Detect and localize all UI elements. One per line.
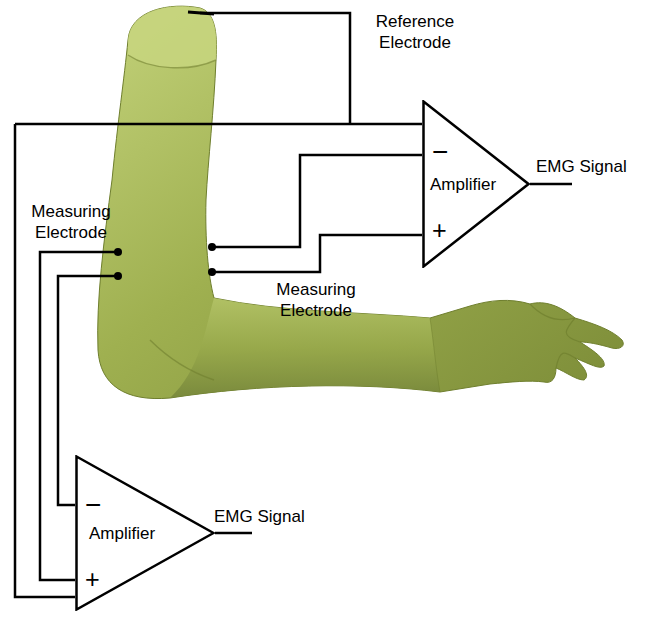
electrode-label: Reference Electrode — [356, 12, 474, 53]
electrode-dots — [114, 243, 216, 280]
amplifier-triangle: − Amplifier + — [75, 455, 215, 611]
wires — [15, 12, 572, 597]
shoulder-cap — [128, 6, 216, 68]
shoulder-crease — [128, 55, 216, 68]
reference-wire — [15, 124, 75, 597]
signal-label: EMG Signal — [214, 507, 305, 528]
signal-wire — [212, 235, 422, 272]
reference-wire — [15, 123, 422, 126]
input-sign: − — [432, 138, 448, 166]
input-sign: + — [85, 567, 100, 592]
electrode-dot — [114, 272, 122, 280]
signal-label: EMG Signal — [536, 157, 627, 178]
electrode-dot — [114, 248, 122, 256]
reference-wire — [200, 13, 350, 124]
amplifier-triangle: − Amplifier + — [422, 100, 530, 268]
signal-wire — [212, 155, 422, 247]
amplifier-outline — [77, 457, 214, 610]
electrode-label: Measuring Electrode — [20, 202, 122, 243]
finger-lines — [530, 304, 580, 368]
amplifier-label: Amplifier — [89, 525, 155, 542]
electrode-label: Measuring Electrode — [262, 280, 370, 321]
electrode-dot — [208, 268, 216, 276]
output-wire — [215, 532, 252, 535]
arm — [98, 6, 624, 398]
input-sign: − — [85, 491, 101, 519]
input-sign: + — [432, 218, 447, 243]
electrode-dot — [208, 243, 216, 251]
output-wire — [530, 183, 572, 186]
elbow-crease — [150, 340, 214, 380]
amplifier-label: Amplifier — [430, 176, 496, 193]
wrist-line — [430, 318, 440, 392]
amplifier-outline — [424, 102, 529, 267]
arm-outline — [98, 6, 624, 398]
